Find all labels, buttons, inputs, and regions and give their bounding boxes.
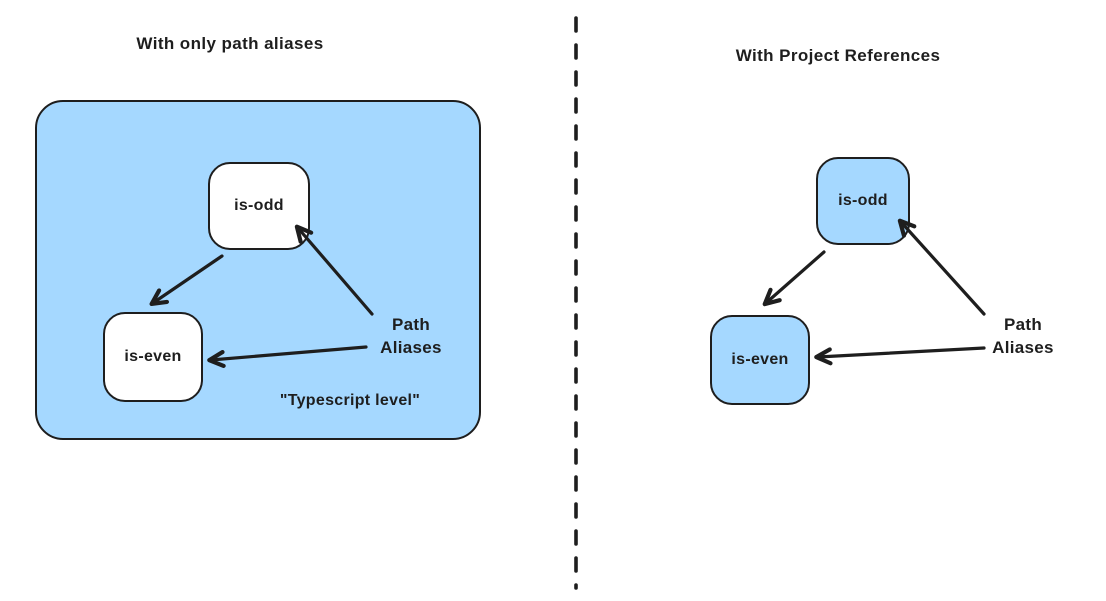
right-annotation-line1: Path	[1003, 315, 1043, 334]
left-path-aliases-annotation: Path Aliases	[368, 314, 454, 360]
right-panel-title: With Project References	[735, 46, 941, 65]
left-container-caption: "Typescript level"	[279, 392, 421, 409]
right-arrow-is-odd-to-is-even	[762, 250, 826, 307]
left-node-is-odd-label: is-odd	[234, 197, 284, 214]
right-annotation-line2: Aliases	[992, 337, 1054, 357]
right-node-is-odd: is-odd	[816, 157, 910, 245]
right-node-is-even: is-even	[710, 315, 810, 405]
right-node-is-odd-label: is-odd	[838, 192, 888, 209]
left-node-is-odd: is-odd	[208, 162, 310, 250]
right-node-is-even-label: is-even	[731, 351, 789, 368]
left-panel-title: With only path aliases	[136, 34, 324, 53]
left-node-is-even: is-even	[103, 312, 203, 402]
left-annotation-line1: Path	[391, 315, 431, 334]
left-node-is-even-label: is-even	[124, 348, 182, 365]
right-arrow-annotation-to-is-even	[814, 346, 986, 366]
left-annotation-line2: Aliases	[380, 337, 442, 357]
typescript-level-container	[35, 100, 481, 440]
right-path-aliases-annotation: Path Aliases	[980, 314, 1066, 360]
right-arrow-annotation-to-is-odd	[897, 218, 986, 316]
